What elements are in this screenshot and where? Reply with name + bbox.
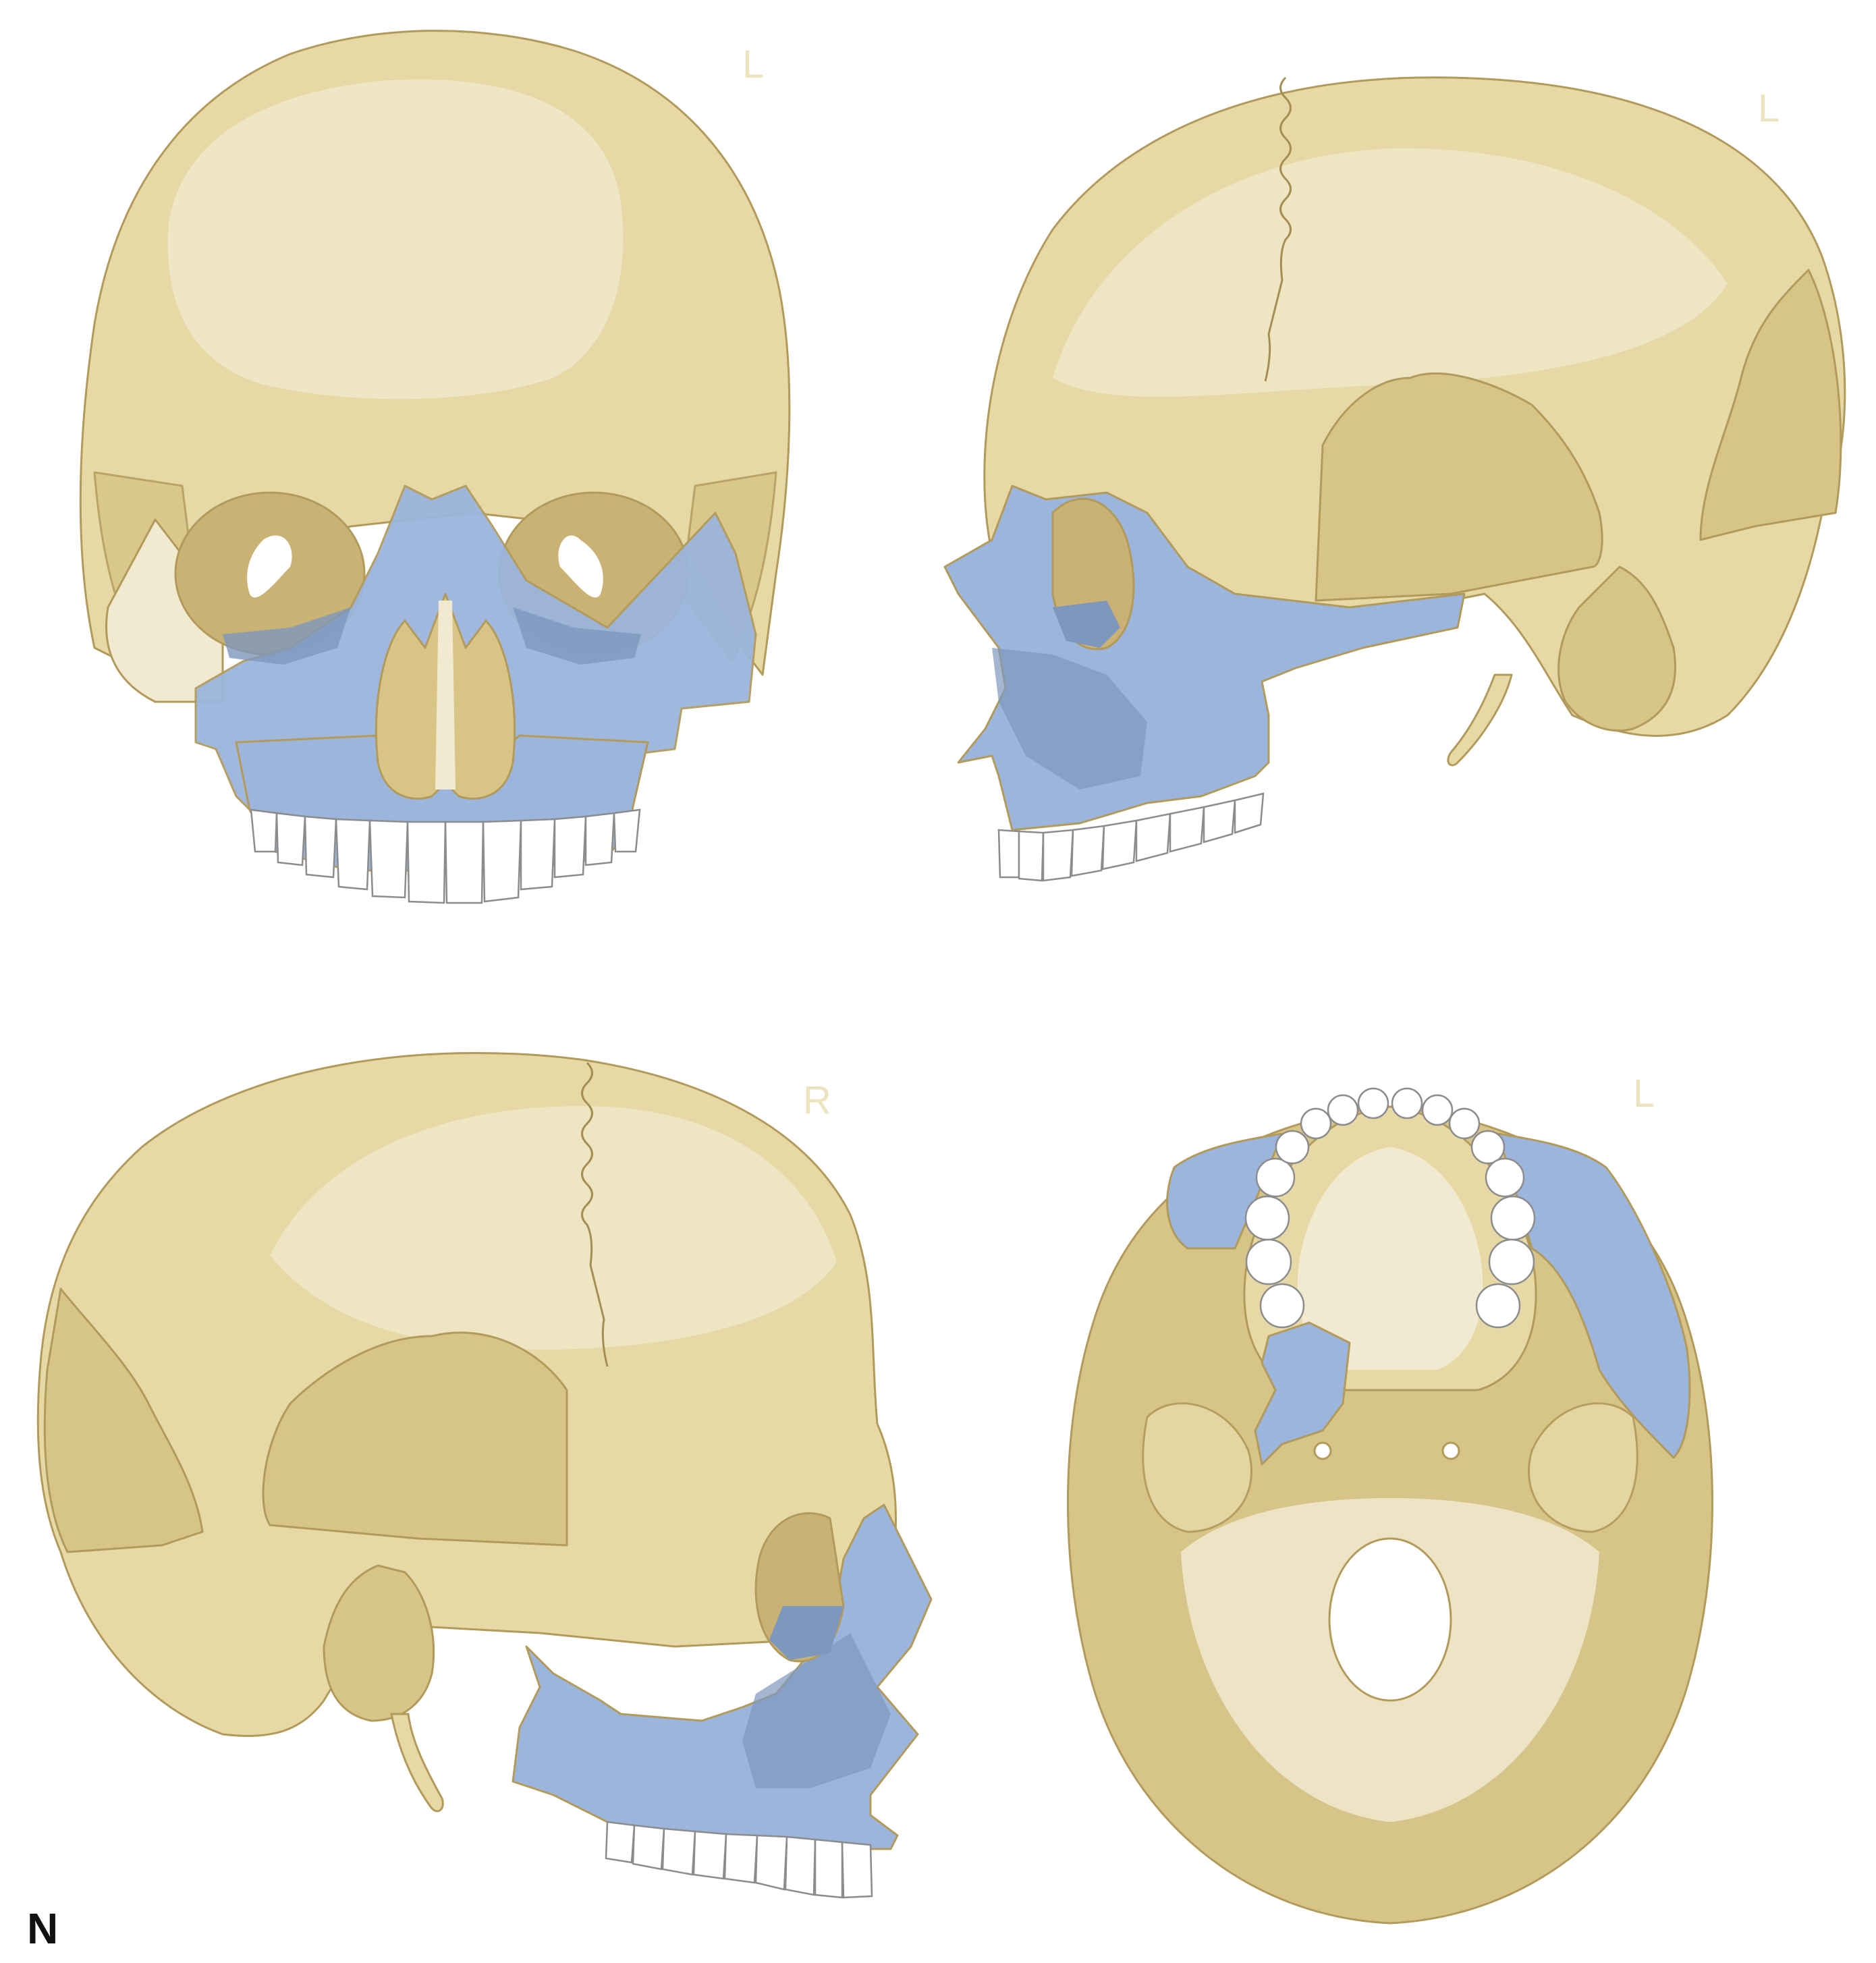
right-lateral-temporal-squama — [262, 1331, 568, 1547]
tooth — [692, 1830, 727, 1880]
left-lateral-highlight — [1053, 148, 1728, 397]
tooth — [1490, 1195, 1536, 1241]
tooth — [1448, 1107, 1481, 1140]
anterior-left-orbit-fissure — [558, 535, 603, 598]
tooth — [1101, 819, 1138, 870]
tooth — [250, 808, 278, 853]
tooth — [275, 812, 306, 866]
left-lateral-occipital — [1699, 269, 1842, 541]
anterior-right-orbit-floor — [223, 607, 351, 665]
anterior-skull-view: L — [79, 30, 791, 904]
tooth — [1485, 1157, 1525, 1198]
anterior-left-zygomatic-arch — [105, 518, 224, 703]
tooth — [632, 1824, 665, 1871]
tooth — [661, 1827, 696, 1876]
tooth — [1259, 1283, 1305, 1329]
tooth — [304, 815, 337, 879]
tooth — [1234, 792, 1265, 834]
right-lateral-skull-view: R — [36, 1051, 933, 1899]
tooth — [368, 819, 409, 899]
tooth — [723, 1833, 758, 1884]
tooth — [482, 819, 522, 903]
tooth — [754, 1834, 788, 1891]
tooth — [1470, 1130, 1506, 1165]
right-lateral-coronal-suture — [581, 1061, 609, 1367]
inferior-left-temporal-base — [1142, 1402, 1252, 1533]
tooth — [1244, 1195, 1290, 1241]
right-lateral-side-label: R — [803, 1078, 831, 1122]
right-lateral-highlight — [270, 1106, 837, 1350]
inferior-left-facial-bone — [1166, 1132, 1284, 1250]
inferior-right-foramen — [1441, 1441, 1460, 1460]
tooth — [1391, 1087, 1423, 1119]
anterior-right-orbit-fissure — [247, 535, 292, 598]
tooth — [1327, 1094, 1359, 1126]
anterior-forehead-highlight — [167, 79, 624, 399]
right-lateral-occipital — [43, 1288, 204, 1553]
left-lateral-coronal-suture — [1264, 76, 1292, 382]
tooth — [814, 1838, 844, 1899]
left-lateral-temporal-squama — [1315, 372, 1603, 602]
tooth — [1018, 830, 1045, 882]
inferior-left-foramen — [1313, 1441, 1332, 1460]
tooth — [1135, 812, 1171, 862]
tooth — [1488, 1238, 1535, 1285]
tooth — [584, 812, 615, 866]
left-lateral-teeth-row — [997, 792, 1265, 882]
left-lateral-skull-view: L — [943, 76, 1846, 882]
inferior-teeth-arch — [1244, 1087, 1536, 1329]
tooth — [784, 1835, 817, 1896]
tooth — [1042, 829, 1074, 882]
tooth — [1421, 1094, 1454, 1126]
inferior-side-label: L — [1633, 1072, 1655, 1115]
inferior-foramen-magnum — [1328, 1537, 1452, 1702]
tooth — [1203, 799, 1236, 844]
tooth — [1245, 1238, 1292, 1285]
left-lateral-zygomatic-shadow — [992, 648, 1147, 790]
right-lateral-mastoid — [323, 1564, 435, 1722]
tooth — [1275, 1130, 1310, 1165]
tooth — [605, 1821, 636, 1864]
inferior-pterygoid-highlight — [1254, 1321, 1351, 1466]
anterior-left-orbit-floor — [513, 607, 641, 665]
inferior-palate-inner — [1297, 1147, 1483, 1370]
tooth — [335, 818, 371, 891]
tooth — [1169, 806, 1205, 853]
tooth — [613, 808, 641, 853]
right-lateral-styloid — [390, 1713, 444, 1813]
anterior-side-label: L — [742, 43, 764, 86]
panel-letter: N — [27, 1904, 58, 1953]
left-lateral-side-label: L — [1758, 86, 1780, 130]
tooth — [1070, 825, 1105, 877]
tooth — [553, 815, 587, 879]
left-lateral-styloid — [1447, 673, 1513, 767]
inferior-right-temporal-base — [1528, 1402, 1638, 1533]
anterior-teeth-row — [250, 808, 641, 904]
inferior-right-facial-bone — [1497, 1132, 1691, 1459]
tooth — [997, 829, 1020, 879]
tooth — [1475, 1283, 1521, 1329]
left-lateral-mastoid — [1557, 565, 1676, 732]
tooth — [841, 1841, 873, 1899]
right-lateral-zygomatic-shadow — [742, 1633, 891, 1788]
inferior-skull-view: L — [1067, 1072, 1713, 1925]
right-lateral-orbit-floor — [769, 1606, 844, 1660]
tooth — [1255, 1157, 1296, 1198]
tooth — [444, 821, 485, 904]
tooth — [520, 818, 556, 891]
tooth — [406, 821, 447, 904]
anterior-nasal-septum — [435, 601, 456, 790]
right-lateral-teeth-row — [605, 1821, 873, 1899]
tooth — [1300, 1107, 1332, 1140]
tooth — [1357, 1087, 1389, 1119]
left-lateral-orbit-floor — [1053, 601, 1120, 648]
